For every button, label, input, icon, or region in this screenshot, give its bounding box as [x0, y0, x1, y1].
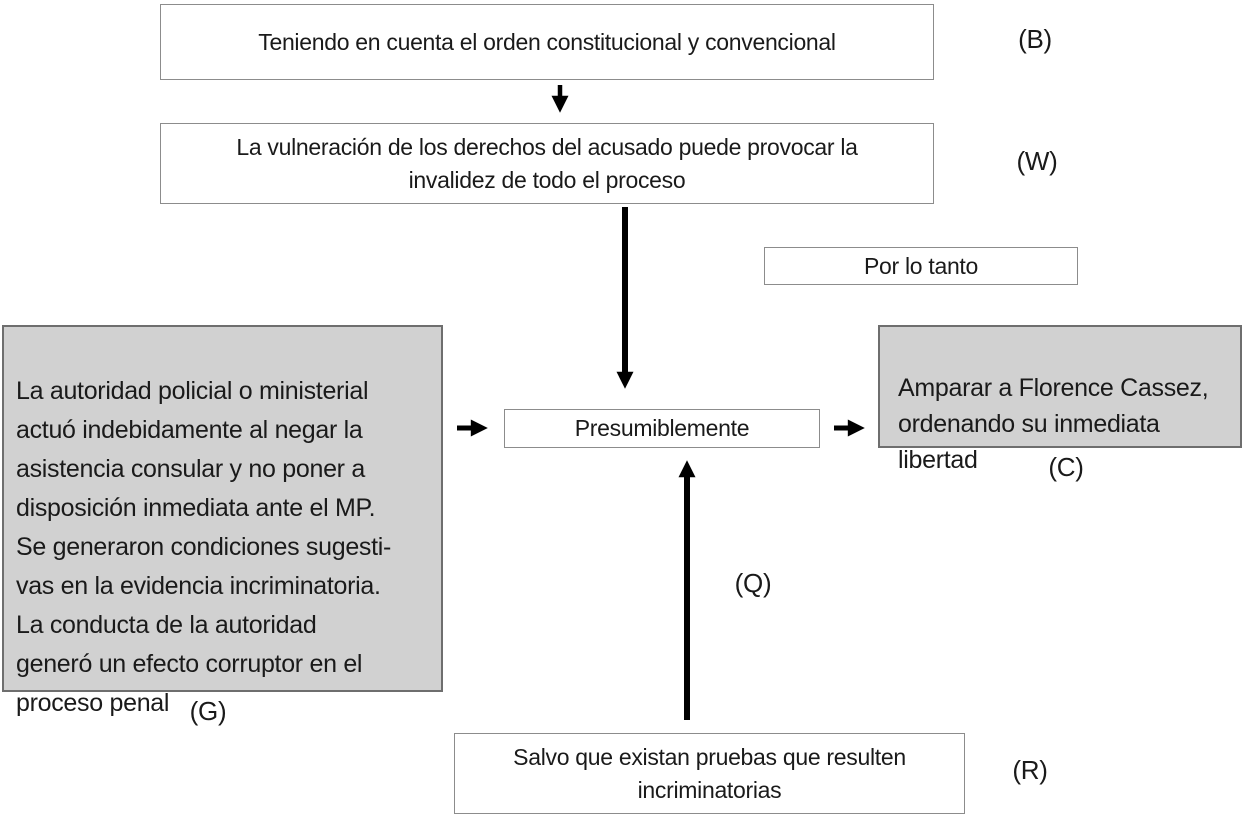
warrant-label: (W) — [1016, 146, 1058, 176]
grounds-label: (G) — [189, 696, 227, 726]
grounds-box: La autoridad policial o ministerial actu… — [2, 325, 443, 717]
claim-box: Amparar a Florence Cassez, ordenando su … — [878, 325, 1242, 474]
por-lo-tanto-box: Por lo tanto — [764, 247, 1078, 285]
backing-text: Teniendo en cuenta el orden constitucion… — [258, 28, 836, 55]
rebuttal-text: Salvo que existan pruebas que resulten i… — [513, 743, 906, 803]
warrant-text: La vulneración de los derechos del acusa… — [236, 133, 858, 193]
qualifier-label: (Q) — [734, 568, 772, 598]
qualifier-text: Presumiblemente — [574, 415, 750, 441]
grounds-text: La autoridad policial o ministerial actu… — [16, 377, 392, 717]
rebuttal-box: Salvo que existan pruebas que resulten i… — [454, 733, 965, 814]
por-lo-tanto-text: Por lo tanto — [863, 252, 979, 279]
claim-label: (C) — [1048, 452, 1084, 482]
claim-text: Amparar a Florence Cassez, ordenando su … — [898, 374, 1209, 474]
rebuttal-label: (R) — [1012, 755, 1048, 785]
backing-label: (B) — [1018, 24, 1052, 54]
warrant-box: La vulneración de los derechos del acusa… — [160, 123, 934, 204]
backing-box: Teniendo en cuenta el orden constitucion… — [160, 4, 934, 80]
qualifier-box: Presumiblemente — [504, 409, 820, 448]
